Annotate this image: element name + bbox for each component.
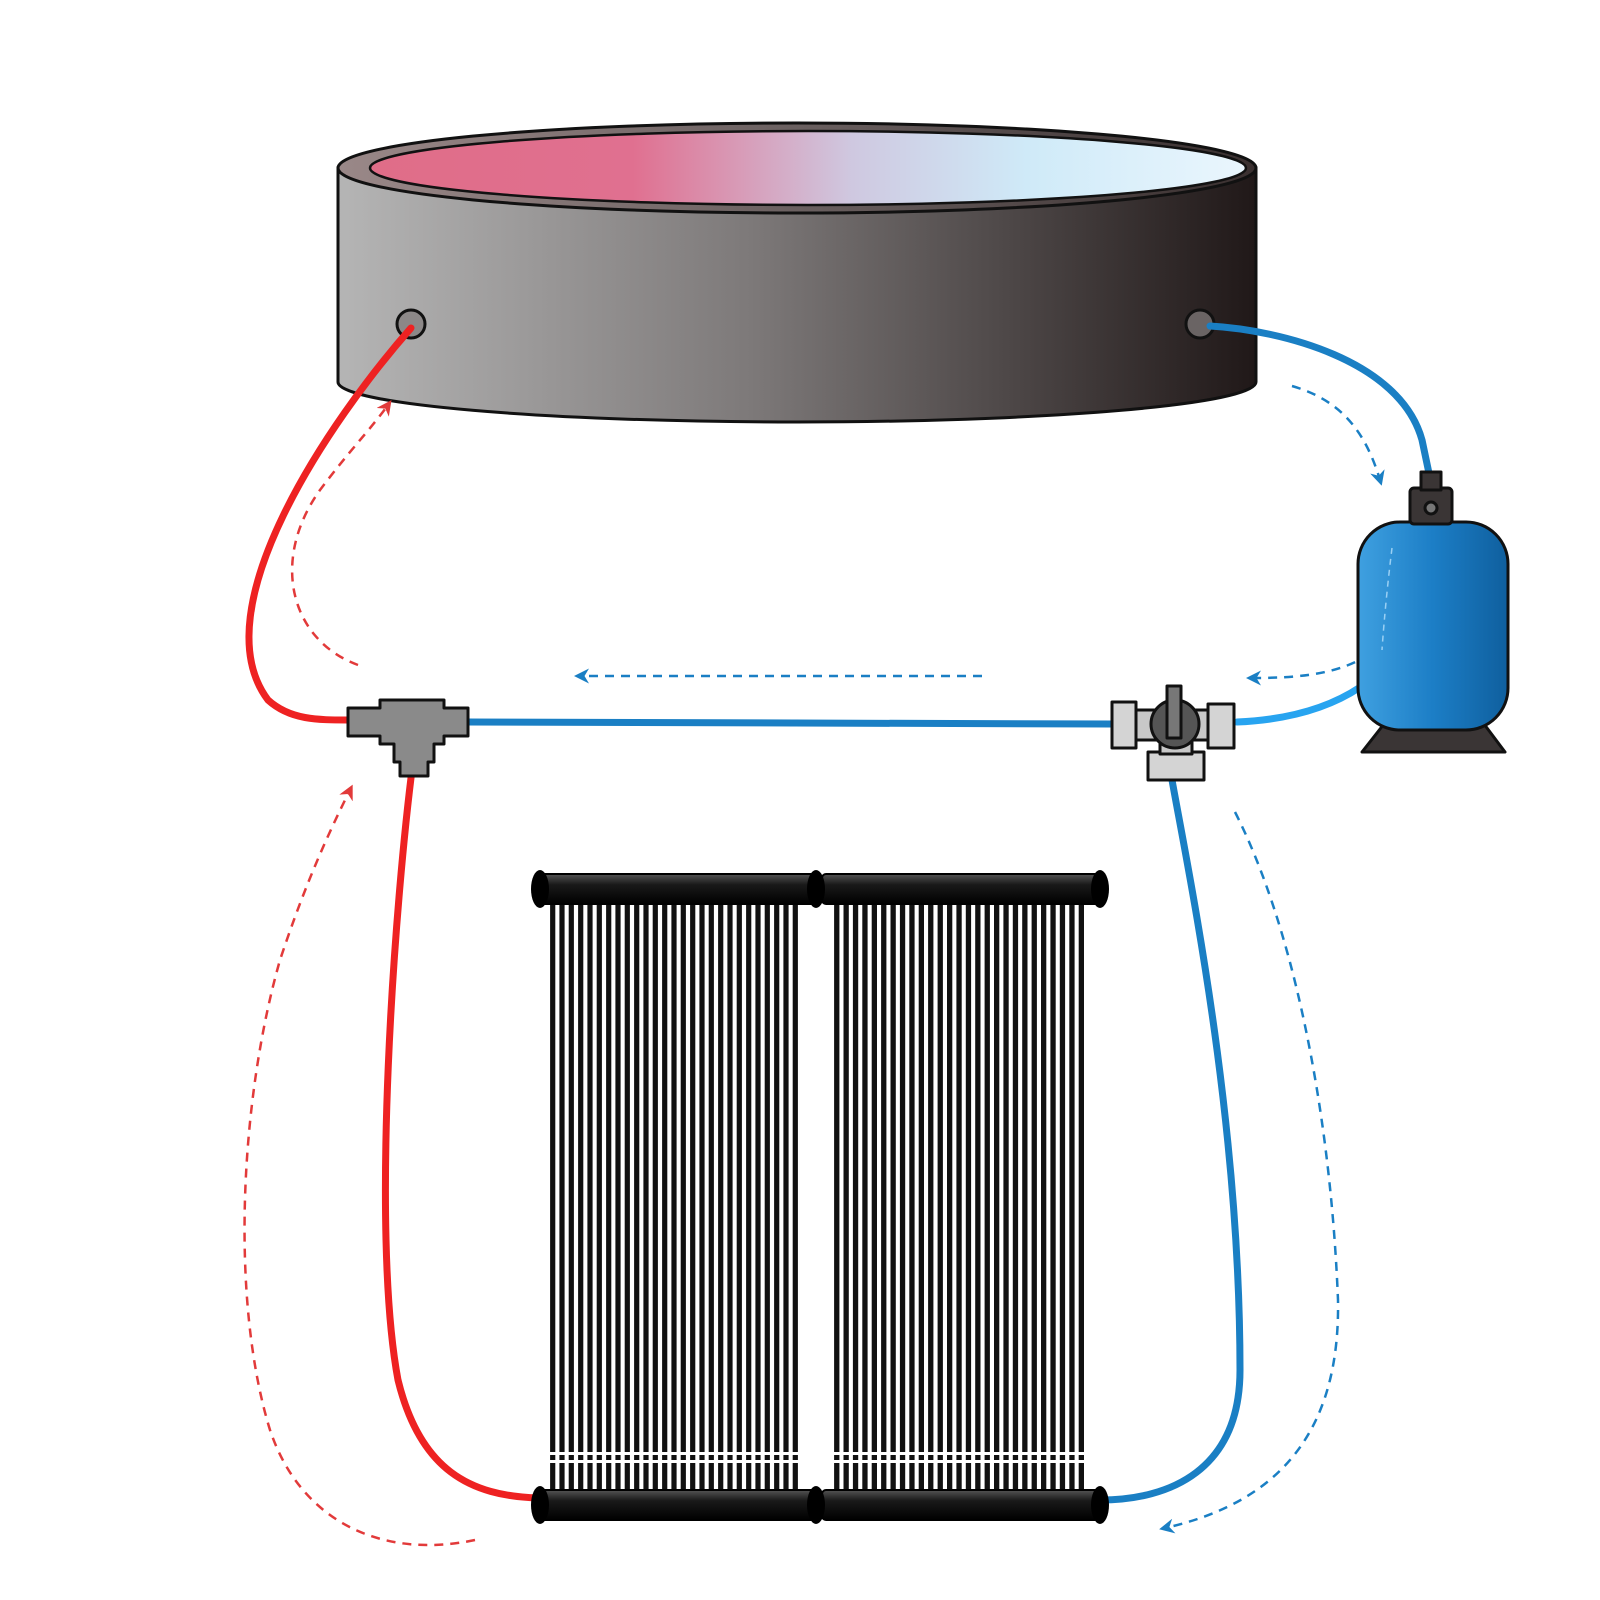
three-way-valve bbox=[1110, 684, 1236, 782]
pool-water bbox=[368, 129, 1248, 207]
solar-collector-left-tube bbox=[568, 900, 574, 1500]
flow-arrow-to-pool bbox=[290, 400, 392, 667]
pool bbox=[336, 121, 1258, 424]
solar-collector-left-spacer bbox=[548, 1460, 800, 1463]
solar-collector-right-tube bbox=[1022, 900, 1028, 1500]
solar-collector-left-tube bbox=[596, 900, 602, 1500]
solar-collector-left-tube bbox=[606, 900, 612, 1500]
solar-collector-right-tube bbox=[834, 900, 840, 1500]
solar-collector-right-tube bbox=[984, 900, 990, 1500]
pool-return-inlet bbox=[395, 308, 427, 340]
solar-collector-right-spacer bbox=[832, 1452, 1086, 1455]
solar-collector-left-tube bbox=[699, 900, 705, 1500]
solar-collector-right-tube bbox=[890, 900, 896, 1500]
flow-arrow-filter-to-valve bbox=[1246, 644, 1383, 686]
solar-collector-right-tube bbox=[975, 900, 981, 1500]
solar-collector-left-tube bbox=[746, 900, 752, 1500]
solar-collector-left-tube bbox=[774, 900, 780, 1500]
flow-arrow-panel-to-tee bbox=[243, 784, 476, 1547]
header-end-cap bbox=[531, 870, 549, 908]
solar-collector-right-tube bbox=[909, 900, 915, 1500]
solar-collector-right-tube bbox=[862, 900, 868, 1500]
solar-collector-left-tube bbox=[624, 900, 630, 1500]
solar-collector-right-spacer bbox=[832, 1460, 1086, 1463]
solar-collector-right-tube bbox=[994, 900, 1000, 1500]
solar-collector-left-spacer bbox=[548, 1452, 800, 1455]
solar-collector-right-tube bbox=[899, 900, 906, 1500]
header-end-cap bbox=[807, 870, 825, 908]
solar-collector-left-tube bbox=[550, 900, 556, 1500]
sand-filter-pump bbox=[1356, 470, 1510, 754]
solar-collector-right-tube bbox=[1050, 900, 1056, 1500]
flow-arrow-valve-to-panel bbox=[1159, 811, 1340, 1534]
solar-collector-left-tube bbox=[764, 900, 770, 1500]
solar-collector-right-tube bbox=[918, 900, 924, 1500]
solar-collector-left-tube bbox=[792, 900, 798, 1500]
solar-collector-right-tube bbox=[881, 900, 887, 1500]
collector-bottom-header bbox=[821, 1489, 1101, 1521]
solar-collector-right-tube bbox=[1059, 900, 1066, 1500]
solar-collector-right-tube bbox=[1012, 900, 1019, 1500]
hot-return-pipe bbox=[245, 324, 542, 1502]
flow-arrows bbox=[243, 384, 1385, 1547]
solar-collector-left-tube bbox=[634, 900, 640, 1500]
solar-collector-left-tube bbox=[755, 900, 761, 1500]
solar-collector-left-tube bbox=[783, 900, 789, 1500]
header-end-cap bbox=[1091, 1486, 1109, 1524]
solar-collector-left-tube bbox=[690, 900, 696, 1500]
solar-collector-right-tube bbox=[947, 900, 953, 1500]
solar-collector-right-tube bbox=[1041, 900, 1047, 1500]
solar-collector-left-tube bbox=[643, 900, 649, 1500]
solar-collector-right-tube bbox=[1069, 900, 1075, 1500]
filter-tank bbox=[1356, 520, 1510, 732]
solar-collector-left-tube bbox=[736, 900, 742, 1500]
solar-collector-left-tube bbox=[578, 900, 584, 1500]
solar-collector-left-tube bbox=[615, 900, 621, 1500]
collector-bottom-header bbox=[539, 1489, 817, 1521]
solar-collector-right-tube bbox=[843, 900, 849, 1500]
solar-collector-left-tube bbox=[587, 900, 593, 1500]
header-end-cap bbox=[531, 1486, 549, 1524]
solar-collector-right-tube bbox=[965, 900, 972, 1500]
solar-collector-right-tube bbox=[928, 900, 934, 1500]
solar-collector-left-tube bbox=[662, 900, 668, 1500]
solar-collector-left-tube bbox=[671, 900, 677, 1500]
header-end-cap bbox=[1091, 870, 1109, 908]
solar-collector-right-tube bbox=[956, 900, 962, 1500]
solar-collector-right-tube bbox=[1078, 900, 1084, 1500]
collector-top-header bbox=[539, 873, 817, 905]
valve-handle bbox=[1165, 684, 1183, 740]
solar-collector-left-tube bbox=[708, 900, 714, 1500]
solar-collector-right-tube bbox=[937, 900, 943, 1500]
solar-collector-right-tube bbox=[1003, 900, 1009, 1500]
solar-collector-right-tube bbox=[1031, 900, 1037, 1500]
solar-collector-left-tube bbox=[652, 900, 658, 1500]
header-end-cap bbox=[807, 1486, 825, 1524]
flow-arrow-pool-to-filter bbox=[1291, 384, 1385, 486]
solar-collector-left-tube bbox=[559, 900, 565, 1500]
tee-connector bbox=[346, 698, 470, 778]
collector-top-header bbox=[821, 873, 1101, 905]
solar-collector-left-tube bbox=[727, 900, 733, 1500]
solar-collector-right-tube bbox=[871, 900, 877, 1500]
solar-collectors bbox=[531, 870, 1109, 1524]
solar-collector-left-tube bbox=[718, 900, 724, 1500]
solar-collector-left-tube bbox=[680, 900, 686, 1500]
solar-collector-right-tube bbox=[852, 900, 859, 1500]
